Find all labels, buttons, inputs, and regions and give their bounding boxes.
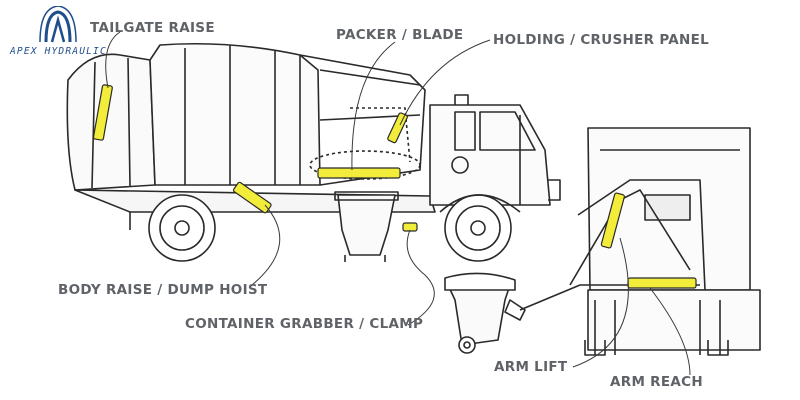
leader-packer (351, 41, 396, 171)
arm-lift-cylinder (600, 192, 625, 249)
packer-cylinder (317, 167, 401, 179)
label-body-raise-dump-hoist: BODY RAISE / DUMP HOIST (58, 282, 268, 298)
leader-crusher (399, 39, 491, 126)
clamp-cylinder (402, 222, 418, 232)
label-packer-blade: PACKER / BLADE (336, 27, 464, 43)
label-container-grabber-clamp: CONTAINER GRABBER / CLAMP (185, 316, 424, 332)
brand-logo: APEX HYDRAULIC (6, 5, 126, 58)
leader-clamp (406, 229, 435, 326)
leader-arm-reach (649, 287, 691, 376)
leader-arm-lift (572, 237, 629, 368)
label-arm-reach: ARM REACH (610, 374, 703, 390)
label-arm-lift: ARM LIFT (494, 359, 568, 375)
brand-name: APEX HYDRAULIC (10, 46, 107, 57)
arm-reach-cylinder (627, 277, 697, 289)
leader-dump-hoist (251, 204, 281, 286)
leader-tailgate (105, 31, 121, 89)
label-holding-crusher-panel: HOLDING / CRUSHER PANEL (493, 32, 710, 48)
label-tailgate-raise: TAILGATE RAISE (90, 20, 215, 36)
logo-mark-icon (39, 5, 77, 43)
